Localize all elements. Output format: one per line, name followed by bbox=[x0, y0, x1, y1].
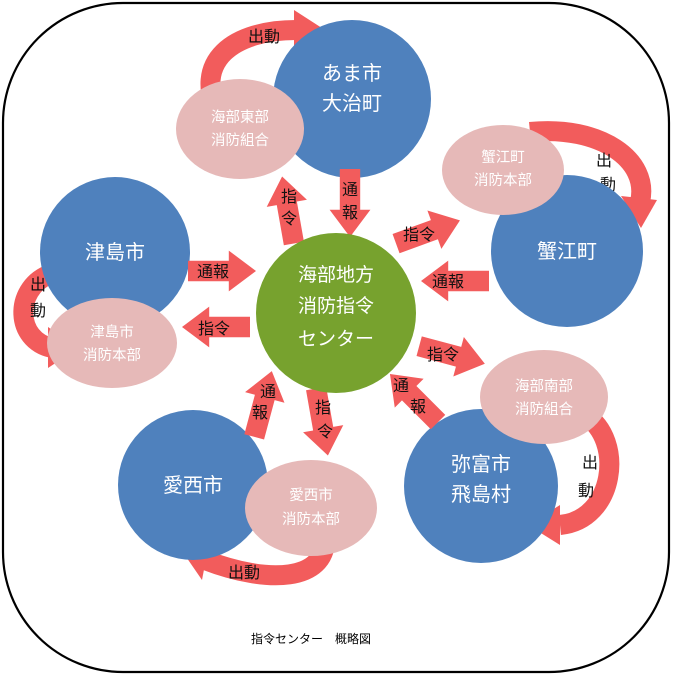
svg-text:蟹江町: 蟹江町 bbox=[481, 149, 525, 166]
svg-text:出動: 出動 bbox=[248, 27, 280, 46]
svg-text:あま市: あま市 bbox=[322, 61, 382, 85]
fire-dept-kanie: 蟹江町 消防本部 bbox=[442, 125, 564, 215]
svg-text:指: 指 bbox=[315, 398, 331, 417]
report-arrow-from-ama: 通 報 bbox=[329, 169, 371, 237]
report-arrow-from-yatomi: 通 報 bbox=[375, 359, 453, 437]
svg-text:報: 報 bbox=[252, 403, 268, 422]
svg-text:消防組合: 消防組合 bbox=[211, 132, 269, 149]
svg-text:報: 報 bbox=[410, 397, 426, 416]
municipality-aisai: 愛西市 bbox=[118, 410, 268, 560]
svg-text:消防本部: 消防本部 bbox=[83, 347, 141, 364]
svg-text:海部東部: 海部東部 bbox=[211, 109, 269, 126]
svg-text:通: 通 bbox=[260, 382, 276, 401]
svg-text:愛西市: 愛西市 bbox=[163, 473, 223, 497]
svg-text:津島市: 津島市 bbox=[85, 240, 145, 264]
svg-text:令: 令 bbox=[317, 422, 333, 441]
fire-dept-ama-east: 海部東部 消防組合 bbox=[176, 79, 304, 179]
svg-text:通: 通 bbox=[393, 376, 409, 395]
svg-text:指令: 指令 bbox=[427, 345, 459, 364]
dispatch-arrow-kanie: 出 動 bbox=[529, 121, 657, 228]
command-arrow-to-kanie: 指令 bbox=[389, 201, 467, 263]
svg-text:指: 指 bbox=[281, 187, 297, 206]
svg-text:通: 通 bbox=[342, 180, 358, 199]
svg-text:出: 出 bbox=[30, 275, 46, 294]
svg-text:通報: 通報 bbox=[197, 262, 229, 281]
svg-text:出動: 出動 bbox=[228, 563, 260, 582]
svg-text:津島市: 津島市 bbox=[90, 324, 134, 341]
svg-text:動: 動 bbox=[578, 481, 594, 500]
command-arrow-to-ama-east: 指 令 bbox=[262, 172, 314, 248]
municipality-kanie: 蟹江町 bbox=[491, 175, 643, 327]
municipality-ama-oharu: あま市 大治町 bbox=[273, 20, 431, 178]
svg-text:指令: 指令 bbox=[198, 319, 230, 338]
svg-text:大治町: 大治町 bbox=[322, 91, 382, 115]
dispatch-center: 海部地方 消防指令 センター bbox=[256, 233, 416, 393]
svg-text:出: 出 bbox=[596, 151, 612, 170]
command-arrow-to-ama-south: 指令 bbox=[413, 326, 491, 384]
svg-text:弥富市: 弥富市 bbox=[451, 452, 511, 476]
command-arrow-to-aisai: 指 令 bbox=[296, 384, 348, 460]
svg-text:消防組合: 消防組合 bbox=[515, 401, 573, 418]
svg-text:消防指令: 消防指令 bbox=[298, 295, 374, 317]
svg-text:センター: センター bbox=[298, 328, 374, 350]
svg-text:消防本部: 消防本部 bbox=[282, 511, 340, 528]
svg-text:出: 出 bbox=[582, 453, 598, 472]
svg-text:動: 動 bbox=[30, 301, 46, 320]
svg-text:指令: 指令 bbox=[403, 225, 435, 244]
report-arrow-from-tsushima: 通報 bbox=[188, 250, 256, 292]
municipality-yatomi-tobishima: 弥富市 飛島村 bbox=[404, 409, 558, 563]
svg-text:消防本部: 消防本部 bbox=[474, 172, 532, 189]
svg-text:愛西市: 愛西市 bbox=[289, 487, 333, 504]
svg-text:令: 令 bbox=[281, 209, 297, 228]
svg-text:報: 報 bbox=[342, 203, 358, 222]
svg-text:海部地方: 海部地方 bbox=[298, 264, 374, 286]
command-arrow-to-tsushima: 指令 bbox=[182, 306, 250, 348]
diagram-caption: 指令センター 概略図 bbox=[251, 631, 371, 646]
svg-text:海部南部: 海部南部 bbox=[515, 378, 573, 395]
fire-dept-ama-south: 海部南部 消防組合 bbox=[480, 350, 608, 444]
report-arrow-from-kanie: 通報 bbox=[421, 260, 489, 302]
municipality-tsushima: 津島市 bbox=[40, 177, 190, 327]
fire-dept-tsushima: 津島市 消防本部 bbox=[47, 298, 177, 388]
svg-text:通報: 通報 bbox=[432, 272, 464, 291]
svg-text:飛島村: 飛島村 bbox=[451, 482, 511, 506]
fire-dept-aisai: 愛西市 消防本部 bbox=[245, 460, 377, 556]
report-arrow-from-aisai: 通 報 bbox=[234, 365, 292, 443]
svg-text:蟹江町: 蟹江町 bbox=[537, 239, 597, 263]
